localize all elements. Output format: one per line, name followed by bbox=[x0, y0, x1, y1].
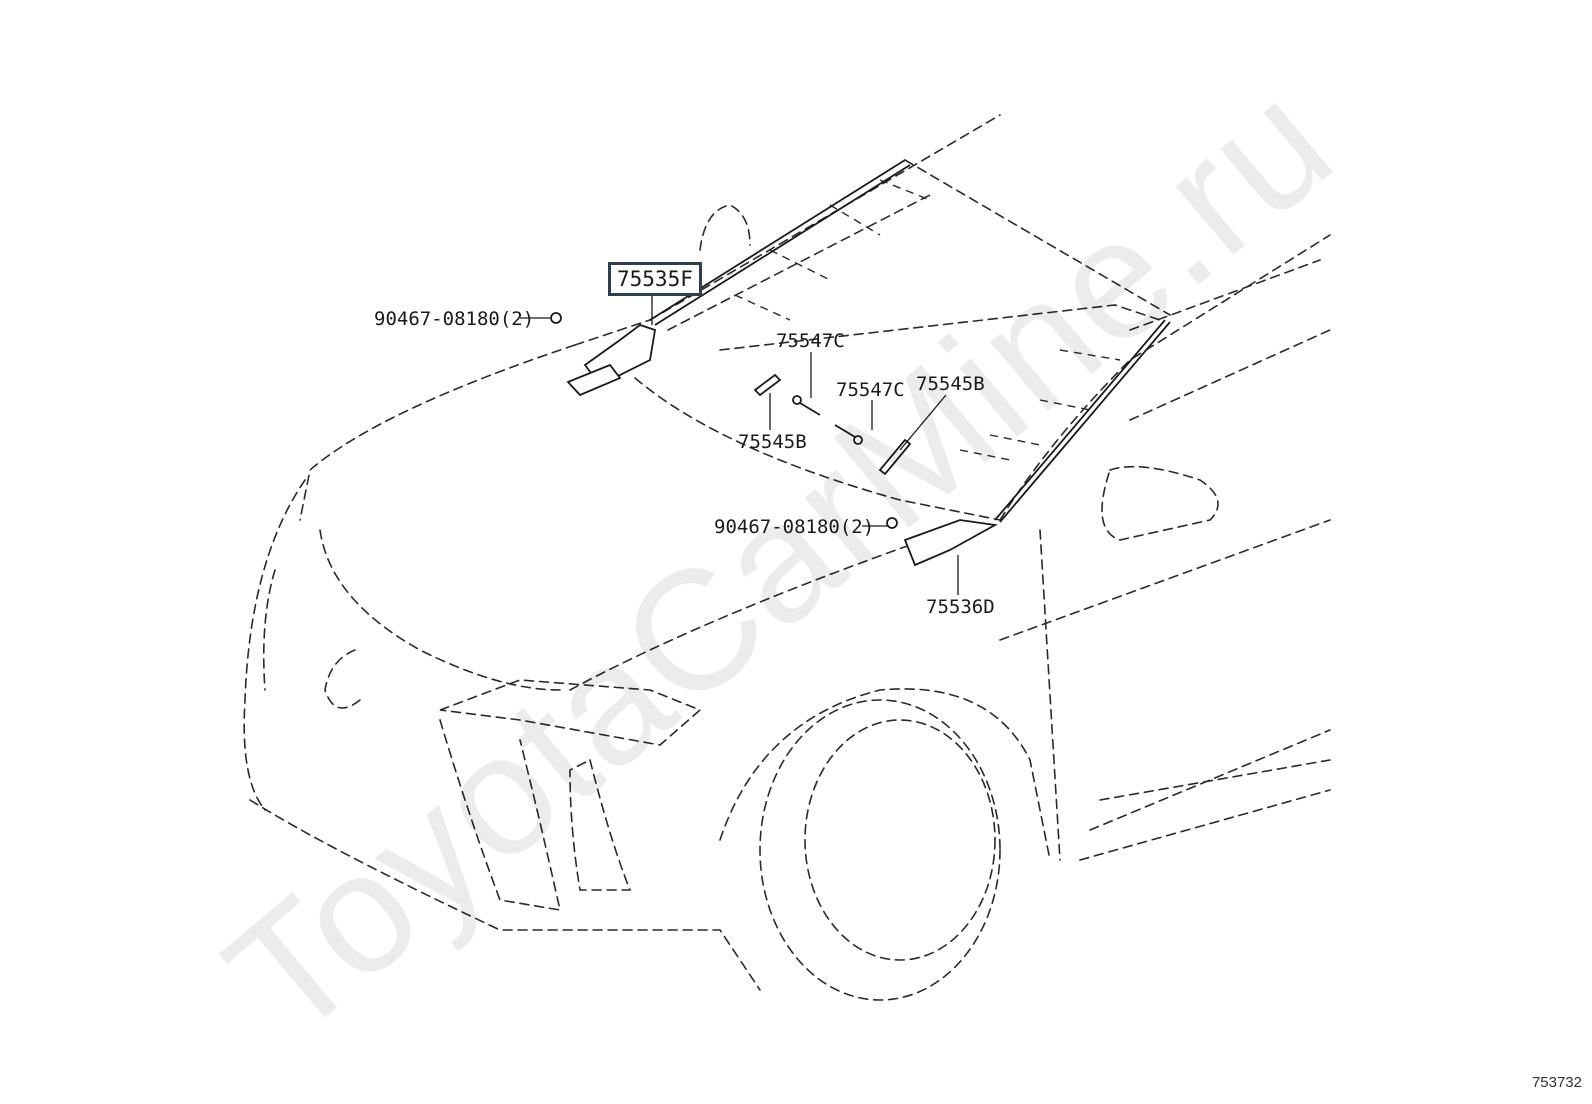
callout-bolt-left: 90467-08180(2) bbox=[374, 308, 535, 330]
front-left-edge bbox=[243, 479, 306, 811]
cowl-line bbox=[574, 319, 651, 346]
bolt-left-icon bbox=[550, 312, 562, 324]
side-window bbox=[1129, 329, 1331, 421]
hood-leading-edge bbox=[299, 344, 576, 521]
part-75536D-piece bbox=[903, 519, 998, 567]
hood-side bbox=[569, 544, 911, 691]
callout-75545B-a: 75545B bbox=[916, 373, 985, 395]
bumper-lower bbox=[249, 799, 761, 991]
leader-75545B-a bbox=[899, 394, 947, 451]
fender-arch bbox=[719, 688, 1051, 861]
drawing-id: 753732 bbox=[1531, 1074, 1582, 1091]
left-mirror bbox=[699, 204, 751, 251]
door-line bbox=[1039, 529, 1061, 861]
callout-bolt-right: 90467-08180(2) bbox=[714, 516, 875, 538]
beltline bbox=[999, 519, 1331, 641]
bolt-right-icon bbox=[886, 517, 898, 529]
windshield-lower-edge bbox=[634, 377, 1001, 521]
front-tire bbox=[759, 699, 1001, 1001]
callout-75535F: 75535F bbox=[608, 262, 702, 296]
callout-75545B-b: 75545B bbox=[738, 431, 807, 453]
hood-crease bbox=[319, 529, 561, 691]
windshield-grid-2 bbox=[719, 304, 1161, 351]
front-rim bbox=[804, 719, 996, 961]
windshield-grid-1 bbox=[667, 194, 931, 331]
part-left-cowl-bracket bbox=[566, 363, 622, 397]
roofline-side bbox=[1129, 259, 1321, 331]
roof-molding-strip bbox=[649, 159, 911, 326]
grille-outline bbox=[439, 679, 702, 746]
a-pillar bbox=[999, 234, 1331, 521]
windshield-top bbox=[904, 159, 1171, 316]
part-75547C-head-b bbox=[853, 435, 863, 445]
rocker bbox=[1079, 729, 1331, 861]
callout-75536D: 75536D bbox=[926, 596, 995, 618]
grille-lower bbox=[439, 719, 562, 911]
fog-area bbox=[262, 569, 276, 691]
headlight bbox=[324, 649, 361, 709]
part-75545B-clip-a bbox=[753, 373, 782, 397]
side-intake bbox=[569, 758, 632, 891]
right-molding-strip bbox=[994, 319, 1171, 523]
callout-75547C-a: 75547C bbox=[776, 330, 845, 352]
windshield-panel-lines bbox=[734, 179, 1121, 461]
part-75545B-clip-b bbox=[878, 438, 912, 476]
part-75547C-head-a bbox=[792, 395, 802, 405]
mirror bbox=[1101, 465, 1219, 541]
callout-75547C-b: 75547C bbox=[836, 379, 905, 401]
